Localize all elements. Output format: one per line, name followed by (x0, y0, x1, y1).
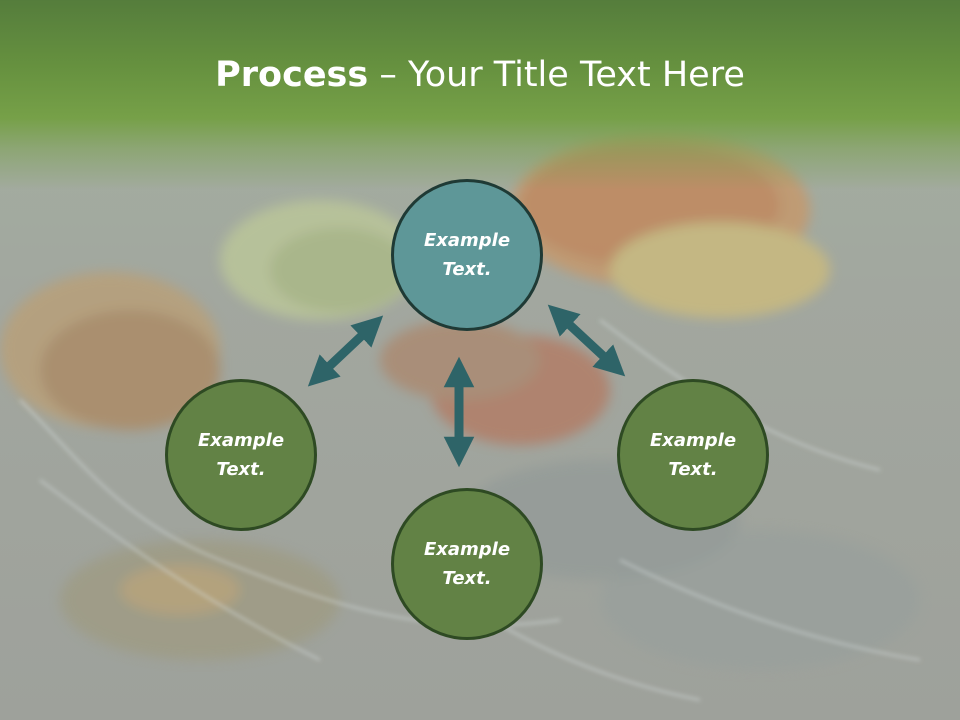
process-node-right[interactable]: Example Text. (617, 379, 769, 531)
node-line2: Text. (442, 259, 492, 280)
node-line2: Text. (668, 459, 718, 480)
node-line2: Text. (216, 459, 266, 480)
process-node-bottom[interactable]: Example Text. (391, 488, 543, 640)
slide-title[interactable]: Process – Your Title Text Here (0, 52, 960, 98)
node-line1: Example (423, 230, 511, 251)
node-line1: Example (649, 430, 737, 451)
process-node-top[interactable]: Example Text. (391, 179, 543, 331)
title-rest: – Your Title Text Here (368, 55, 745, 95)
process-node-left[interactable]: Example Text. (165, 379, 317, 531)
node-line1: Example (197, 430, 285, 451)
title-bold: Process (215, 55, 369, 95)
node-line1: Example (423, 539, 511, 560)
title-banner (0, 0, 960, 190)
node-line2: Text. (442, 568, 492, 589)
